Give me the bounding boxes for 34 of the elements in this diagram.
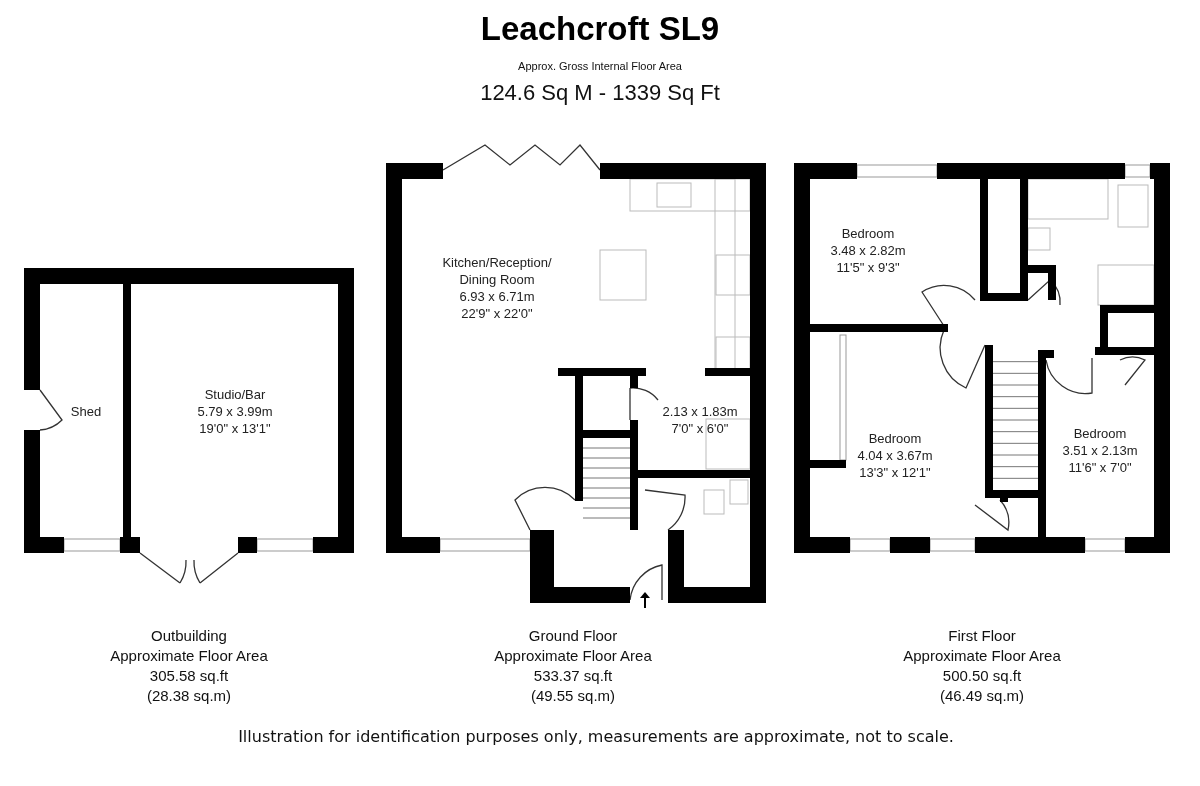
- floor-area-caption: Outbuilding: [151, 627, 227, 644]
- floor-area-caption: Approximate Floor Area: [494, 647, 652, 664]
- room-name: Bedroom: [840, 224, 896, 242]
- room-name: Studio/Bar: [203, 385, 267, 403]
- room-name: Kitchen/Reception/ Dining Room: [441, 254, 553, 288]
- room-dimensions: 22'9" x 22'0": [460, 305, 534, 322]
- room-dimensions: 11'6" x 7'0": [1067, 458, 1133, 476]
- plan-title: Leachcroft SL9: [480, 10, 720, 48]
- floor-area-caption: (46.49 sq.m): [939, 687, 1025, 704]
- floor-area-caption: First Floor: [948, 627, 1016, 644]
- room-dimensions: 6.93 x 6.71m: [458, 288, 536, 305]
- floor-area-caption: 533.37 sq.ft: [533, 667, 613, 684]
- room-dimensions: 13'3" x 12'1": [858, 463, 932, 481]
- total-area: 124.6 Sq M - 1339 Sq Ft: [480, 80, 720, 106]
- floor-area-caption: (49.55 sq.m): [530, 687, 616, 704]
- subtitle: Approx. Gross Internal Floor Area: [518, 60, 682, 72]
- room-dimensions: 19'0" x 13'1": [198, 419, 272, 437]
- floor-area-caption: 500.50 sq.ft: [942, 667, 1022, 684]
- floor-area-caption: Approximate Floor Area: [903, 647, 1061, 664]
- room-name: Bedroom: [1072, 424, 1128, 442]
- floor-area-caption: (28.38 sq.m): [146, 687, 232, 704]
- floor-area-caption: Approximate Floor Area: [110, 647, 268, 664]
- room-dimensions: 11'5" x 9'3": [835, 258, 901, 276]
- room-dimensions: 4.04 x 3.67m: [856, 446, 934, 464]
- floor-area-caption: Ground Floor: [528, 627, 618, 644]
- room-name: Shed: [69, 402, 103, 420]
- room-dimensions: 7'0" x 6'0": [670, 420, 730, 437]
- room-name: Bedroom: [867, 429, 923, 447]
- floor-area-caption: 305.58 sq.ft: [149, 667, 229, 684]
- room-dimensions: 5.79 x 3.99m: [196, 402, 274, 420]
- room-dimensions: 3.48 x 2.82m: [829, 241, 907, 259]
- disclaimer-note: Illustration for identification purposes only, measurements are approximate, not to scale.: [238, 727, 954, 746]
- room-dimensions: 3.51 x 2.13m: [1061, 441, 1139, 459]
- room-dimensions: 2.13 x 1.83m: [661, 403, 739, 420]
